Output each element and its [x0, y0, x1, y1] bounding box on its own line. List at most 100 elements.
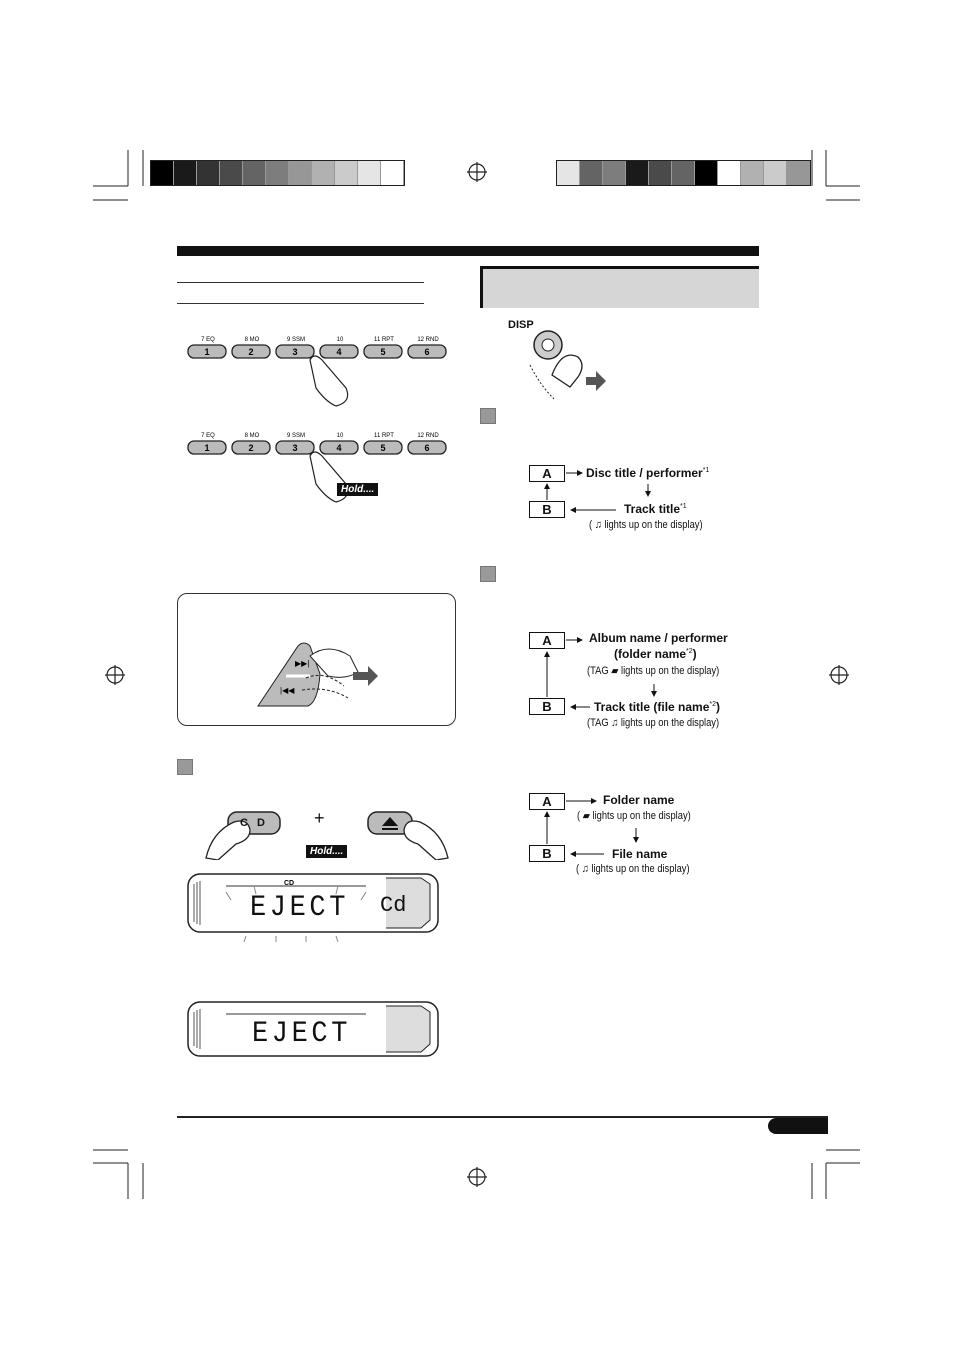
calibration-swatch — [764, 161, 787, 185]
preset-number: 2 — [248, 347, 253, 357]
footer-rule — [177, 1116, 828, 1118]
flow2-a-subtext: (TAG ▰ lights up on the display) — [587, 665, 720, 677]
calibration-swatch — [580, 161, 603, 185]
step-marker — [480, 408, 496, 424]
calibration-swatch — [787, 161, 810, 185]
calibration-swatch — [718, 161, 741, 185]
preset-label: 11 RPT — [374, 433, 394, 439]
preset-label: 8 MO — [245, 337, 260, 343]
state-a-box: A — [529, 793, 565, 810]
disp-button-label: DISP — [508, 319, 534, 331]
preset-button-1[interactable] — [187, 344, 227, 359]
state-a-box: A — [529, 632, 565, 649]
preset-number: 3 — [292, 443, 297, 453]
preset-label: 11 RPT — [374, 337, 394, 343]
preset-number: 5 — [380, 443, 385, 453]
flow1-b-text: Track title*1 — [624, 502, 687, 516]
flow1-a-text: Disc title / performer*1 — [586, 466, 710, 480]
hold-badge: Hold.... — [306, 845, 348, 858]
eject-icon — [382, 817, 398, 830]
preset-button-5[interactable] — [363, 440, 403, 455]
calibration-swatch — [289, 161, 312, 185]
flow2-a-text-2: (folder name*2) — [614, 647, 697, 661]
heading-rule — [177, 303, 424, 304]
flow2-b-text: Track title (file name*2) — [594, 700, 721, 714]
lcd-display-eject — [186, 1000, 441, 1065]
preset-button-4[interactable] — [319, 440, 359, 455]
color-calibration-bar-left — [150, 160, 405, 186]
calibration-swatch — [312, 161, 335, 185]
calibration-swatch — [358, 161, 381, 185]
flow3-b-text: File name — [612, 847, 668, 861]
lcd-display-blinking: CD — [186, 872, 441, 947]
tip-callout: ▶▶| |◀◀ — [177, 593, 456, 726]
preset-label: 8 MO — [245, 433, 260, 439]
preset-button-4[interactable] — [319, 344, 359, 359]
calibration-swatch — [672, 161, 695, 185]
page-number-tab — [768, 1118, 828, 1134]
preset-button-2[interactable] — [231, 344, 271, 359]
preset-button-6[interactable] — [407, 440, 447, 455]
calibration-swatch — [266, 161, 289, 185]
disp-button[interactable] — [500, 325, 620, 410]
calibration-swatch — [741, 161, 764, 185]
calibration-swatch — [243, 161, 266, 185]
preset-number: 6 — [424, 443, 429, 453]
preset-label: 10 — [337, 337, 344, 343]
calibration-swatch — [557, 161, 580, 185]
calibration-swatch — [220, 161, 243, 185]
preset-label: 9 SSM — [287, 433, 305, 439]
calibration-swatch — [151, 161, 174, 185]
preset-number: 3 — [292, 347, 297, 357]
step-marker — [177, 759, 193, 775]
state-b-box: B — [529, 845, 565, 862]
eject-button[interactable] — [364, 800, 454, 865]
state-b-box: B — [529, 698, 565, 715]
preset-label: 10 — [337, 433, 344, 439]
preset-button-1[interactable] — [187, 440, 227, 455]
preset-number: 4 — [336, 443, 341, 453]
flow2-a-text: Album name / performer — [589, 631, 728, 645]
preset-label: 12 RND — [417, 433, 439, 439]
preset-button-2[interactable] — [231, 440, 271, 455]
header-bar — [177, 246, 759, 256]
finger-illustration — [309, 355, 349, 407]
svg-text:|◀◀: |◀◀ — [280, 686, 295, 695]
flow2-b-subtext: (TAG ♫ lights up on the display) — [587, 717, 720, 729]
preset-label: 7 EQ — [201, 337, 215, 343]
cd-button-label: C D — [240, 817, 268, 829]
state-a-box: A — [529, 465, 565, 482]
flow1-b-subtext: ( ♫ lights up on the display) — [589, 519, 703, 531]
calibration-swatch — [626, 161, 649, 185]
heading-rule — [177, 282, 424, 283]
preset-button-3[interactable] — [275, 440, 315, 455]
calibration-swatch — [174, 161, 197, 185]
preset-label: 12 RND — [417, 337, 439, 343]
lcd-side-text: Cd — [380, 893, 407, 918]
preset-label: 9 SSM — [287, 337, 305, 343]
state-b-box: B — [529, 501, 565, 518]
plus-sign: + — [314, 808, 325, 828]
cd-button[interactable] — [200, 800, 290, 865]
flow3-a-subtext: ( ▰ lights up on the display) — [577, 810, 691, 822]
lcd-main-text: EJECT — [250, 891, 350, 925]
preset-button-6[interactable] — [407, 344, 447, 359]
preset-button-3[interactable] — [275, 344, 315, 359]
calibration-swatch — [335, 161, 358, 185]
preset-button-5[interactable] — [363, 344, 403, 359]
calibration-swatch — [695, 161, 718, 185]
preset-number: 4 — [336, 347, 341, 357]
lcd-main-text: EJECT — [252, 1017, 352, 1051]
preset-label: 7 EQ — [201, 433, 215, 439]
skip-button-hand-illustration: ▶▶| |◀◀ — [257, 642, 378, 707]
hold-badge: Hold.... — [337, 483, 379, 496]
svg-text:CD: CD — [284, 880, 294, 887]
calibration-swatch — [381, 161, 404, 185]
svg-text:▶▶|: ▶▶| — [295, 659, 309, 668]
preset-number: 6 — [424, 347, 429, 357]
calibration-swatch — [603, 161, 626, 185]
